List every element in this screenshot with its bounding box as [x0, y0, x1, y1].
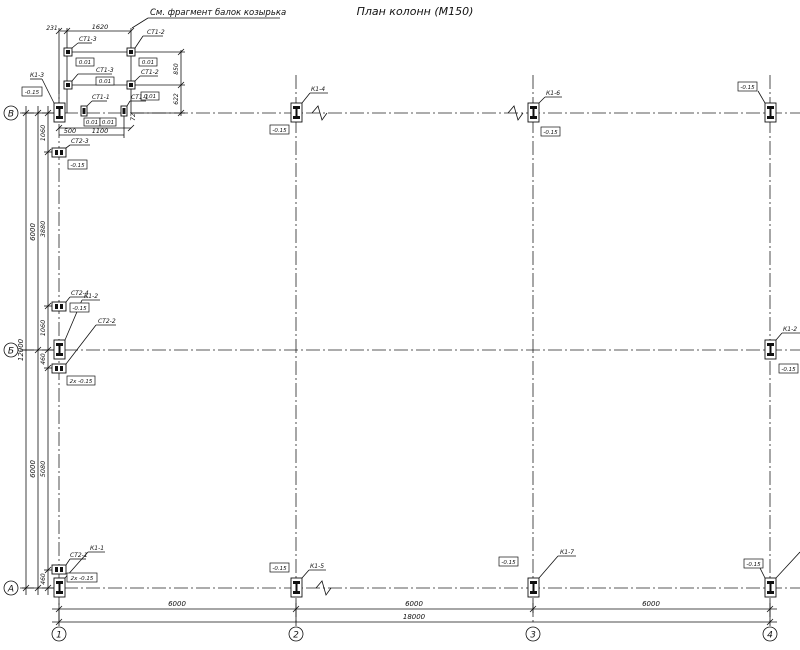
svg-text:0.01: 0.01 [99, 79, 111, 85]
svg-text:СТ1-3: СТ1-3 [79, 36, 97, 43]
svg-text:-0.15: -0.15 [746, 562, 761, 568]
column-k1-5: К1-5 -0.15 [269, 562, 326, 598]
axis-bubble-col-1: 1 [51, 626, 67, 642]
svg-text:2х -0.15: 2х -0.15 [70, 379, 93, 385]
svg-text:2: 2 [293, 631, 299, 641]
svg-text:3: 3 [530, 631, 536, 641]
break-mark [507, 105, 524, 121]
svg-text:-0.15: -0.15 [272, 128, 287, 134]
post-st1-3-top: СТ1-3 0.01 [63, 36, 97, 67]
column-row-V-axis-4: -0.15 [737, 81, 777, 123]
reference-note-leader [131, 17, 149, 29]
svg-text:0.01: 0.01 [144, 94, 156, 100]
svg-text:-0.15: -0.15 [781, 367, 796, 373]
column-k1-4: К1-4 -0.15 [269, 86, 328, 135]
svg-text:-0.15: -0.15 [72, 306, 87, 312]
post-st1-1-left: СТ1-1 0.01 [80, 94, 110, 127]
column-row-A-axis-4: -0.15 [743, 551, 800, 598]
svg-text:-0.15: -0.15 [25, 90, 40, 96]
column-k1-1: К1-1 2х -0.15 [53, 545, 105, 598]
svg-text:К1-7: К1-7 [560, 549, 574, 556]
svg-text:-0.15: -0.15 [272, 566, 287, 572]
dim-span-3: 6000 [642, 600, 660, 608]
svg-text:А: А [7, 585, 14, 595]
break-mark [311, 105, 328, 121]
column-k1-6: К1-6 -0.15 [527, 90, 562, 137]
axis-bubble-row-A: А [3, 580, 19, 596]
post-st2-4: СТ2-4 -0.15 [51, 290, 90, 313]
svg-text:К1-2: К1-2 [783, 326, 797, 333]
canopy-fragment: 231 1620 850 622 72 500 1100 СТ1-3 0.01 … [46, 23, 185, 138]
svg-text:К1-5: К1-5 [310, 563, 324, 570]
svg-text:-0.15: -0.15 [740, 85, 755, 91]
dim-span-2: 6000 [405, 600, 423, 608]
post-st1-3-mid: СТ1-3 0.01 [63, 67, 115, 90]
svg-text:К1-4: К1-4 [311, 86, 325, 93]
dim-total: 18000 [403, 613, 426, 621]
post-st2-2: СТ2-2 2х -0.15 [51, 318, 116, 386]
column-k1-2-axis-4: К1-2 -0.15 [764, 326, 800, 374]
post-st1-2-mid: СТ1-2 0.01 [126, 69, 160, 101]
dim-inner-5080: 5080 [39, 461, 47, 478]
svg-text:Б: Б [8, 347, 14, 357]
dim-231: 231 [46, 25, 57, 32]
svg-text:К1-1: К1-1 [90, 545, 104, 552]
svg-text:СТ2-3: СТ2-3 [71, 138, 89, 145]
axis-bubble-col-4: 4 [762, 626, 778, 642]
svg-text:СТ1-2: СТ1-2 [147, 29, 165, 36]
dim-inner-1060-top: 1060 [39, 125, 47, 142]
dim-622: 622 [173, 93, 180, 105]
svg-text:В: В [8, 110, 14, 120]
dim-72: 72 [130, 113, 137, 121]
dimension-left: 12000 6000 6000 1060 3880 1060 460 5080 … [17, 106, 55, 595]
dim-inner-3880: 3880 [39, 221, 47, 238]
svg-text:СТ2-4: СТ2-4 [71, 290, 89, 297]
svg-text:2х -0.15: 2х -0.15 [71, 576, 94, 582]
svg-text:К1-6: К1-6 [546, 90, 560, 97]
column-k1-7: К1-7 -0.15 [498, 549, 576, 598]
dim-1100: 1100 [92, 127, 109, 135]
svg-text:-0.15: -0.15 [501, 560, 516, 566]
reference-note: См. фрагмент балок козырька [150, 8, 286, 18]
dim-500: 500 [64, 127, 76, 135]
axis-bubble-row-V: В [3, 105, 19, 121]
axis-bubble-col-3: 3 [525, 626, 541, 642]
dim-inner-460-bot: 460 [40, 573, 47, 585]
svg-text:1: 1 [56, 631, 62, 641]
column-k1-3: К1-3 -0.15 [21, 72, 66, 123]
svg-text:СТ2-2: СТ2-2 [98, 318, 116, 325]
axis-bubble-row-B: Б [3, 342, 19, 358]
svg-text:СТ1-3: СТ1-3 [96, 67, 114, 74]
dim-inner-460-mid: 460 [40, 353, 47, 365]
svg-text:-0.15: -0.15 [70, 163, 85, 169]
axis-bubble-col-2: 2 [288, 626, 304, 642]
dim-1620: 1620 [92, 23, 109, 31]
dim-span-1: 6000 [168, 600, 186, 608]
dim-inner-1060-mid: 1060 [39, 320, 47, 337]
dim-850: 850 [173, 63, 180, 75]
svg-text:К1-3: К1-3 [30, 72, 44, 79]
dimension-bottom: 6000 6000 6000 18000 [52, 600, 777, 626]
dim-left-total: 12000 [17, 338, 25, 361]
svg-text:К1-2: К1-2 [84, 293, 98, 300]
post-st2-1: СТ2-1 [51, 552, 88, 575]
post-st1-2-top: СТ1-2 0.01 [126, 29, 165, 67]
post-st1-1-right: СТ1-1 0.01 [99, 94, 149, 127]
post-st2-3: СТ2-3 -0.15 [51, 138, 90, 170]
svg-text:0.01: 0.01 [86, 120, 98, 126]
drawing-title: План колонн (М150) [357, 5, 474, 18]
svg-text:0.01: 0.01 [102, 120, 114, 126]
svg-text:4: 4 [767, 631, 773, 641]
svg-text:СТ1-1: СТ1-1 [92, 94, 110, 101]
svg-text:0.01: 0.01 [79, 60, 91, 66]
svg-text:СТ1-2: СТ1-2 [141, 69, 159, 76]
svg-text:СТ1-1: СТ1-1 [131, 94, 149, 101]
break-mark [315, 580, 332, 596]
dim-left-lower: 6000 [29, 460, 37, 478]
svg-text:СТ2-1: СТ2-1 [70, 552, 88, 559]
svg-text:-0.15: -0.15 [543, 130, 558, 136]
svg-text:0.01: 0.01 [142, 60, 154, 66]
dim-left-upper: 6000 [29, 223, 37, 241]
